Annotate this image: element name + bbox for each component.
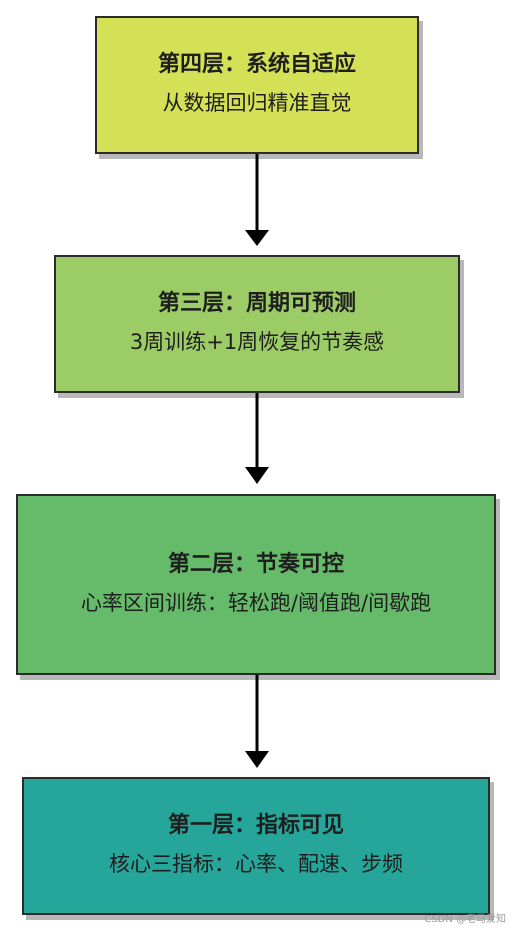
layer-3-desc: 3周训练+1周恢复的节奏感	[129, 330, 385, 354]
arrow-4-to-3	[245, 154, 269, 246]
layer-4-box: 第四层：系统自适应 从数据回归精准直觉	[95, 16, 419, 154]
layer-1-desc: 核心三指标：心率、配速、步频	[109, 852, 403, 876]
layer-3-box: 第三层：周期可预测 3周训练+1周恢复的节奏感	[54, 255, 460, 393]
layer-2-box: 第二层：节奏可控 心率区间训练：轻松跑/阈值跑/间歇跑	[16, 494, 496, 675]
layer-4-desc: 从数据回归精准直觉	[162, 91, 352, 115]
layer-2-desc: 心率区间训练：轻松跑/阈值跑/间歇跑	[80, 590, 432, 615]
arrow-2-to-1	[245, 675, 269, 768]
layer-2-title: 第二层：节奏可控	[167, 551, 344, 577]
layer-1-box: 第一层：指标可见 核心三指标：心率、配速、步频	[22, 777, 490, 915]
arrow-3-to-2	[245, 393, 269, 484]
layer-4-title: 第四层：系统自适应	[157, 52, 356, 77]
layer-1-title: 第一层：指标可见	[167, 813, 344, 838]
layer-3-title: 第三层：周期可预测	[157, 291, 356, 316]
watermark: CSDN @老马爱知	[424, 914, 506, 925]
